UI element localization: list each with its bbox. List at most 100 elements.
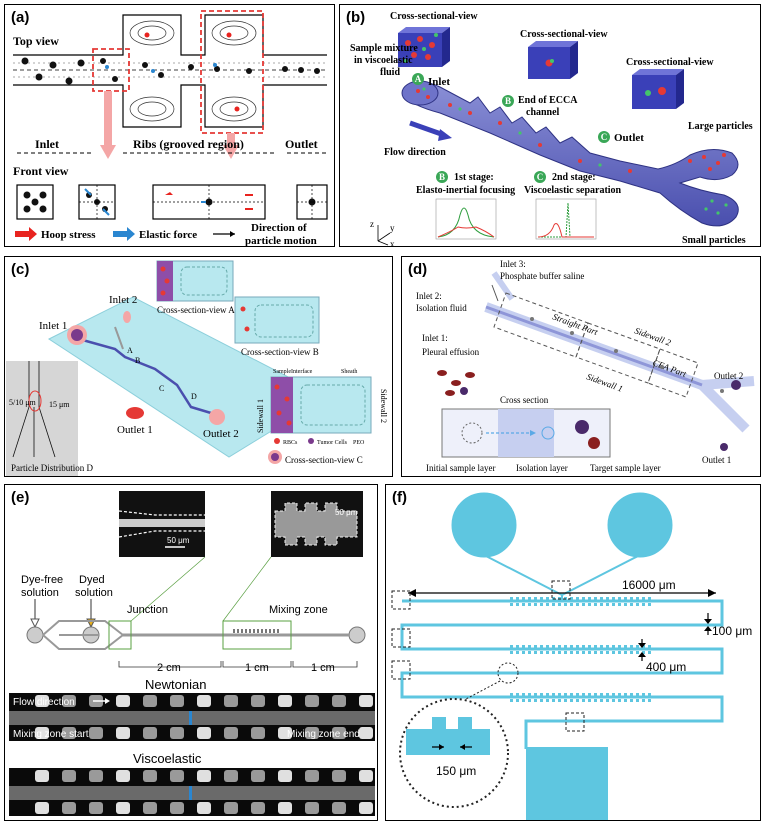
rib-feature <box>332 802 346 814</box>
groove-feature <box>588 693 591 696</box>
groove-feature <box>516 597 519 600</box>
groove-feature <box>546 645 549 648</box>
groove-feature <box>630 699 633 702</box>
legend-motion-1: Direction of <box>251 222 307 234</box>
sample-label-1: Sample mixture <box>350 43 418 54</box>
dim-1cm-b: 1 cm <box>311 662 335 674</box>
rib-feature <box>224 802 238 814</box>
sidewall1-label: Sidewall 1 <box>256 399 265 433</box>
groove-feature <box>528 699 531 702</box>
groove-feature <box>606 699 609 702</box>
groove-feature <box>618 651 621 654</box>
rib-feature <box>35 802 49 814</box>
groove-feature <box>582 603 585 606</box>
groove-feature <box>600 603 603 606</box>
groove-feature <box>534 645 537 648</box>
panel-d: (d) Inlet 3: Phosphate buffer saline Inl… <box>401 256 761 477</box>
groove-feature <box>612 597 615 600</box>
flow-direction-label: Flow direction <box>13 697 75 708</box>
rib-feature <box>89 727 103 739</box>
rib-feature <box>62 727 76 739</box>
inlet1-label: Inlet 1 <box>39 320 67 332</box>
groove-feature <box>576 603 579 606</box>
rib-feature <box>62 802 76 814</box>
groove-feature <box>636 603 639 606</box>
panel-e-figure: 50 μm 50 μm Dye-free solution Dyed solut… <box>9 491 375 816</box>
groove-feature <box>552 693 555 696</box>
groove-feature <box>558 651 561 654</box>
groove-feature <box>582 693 585 696</box>
groove-feature <box>648 693 651 696</box>
dim-2cm: 2 cm <box>157 662 181 674</box>
groove-feature <box>594 597 597 600</box>
rib-feature <box>170 802 184 814</box>
groove-feature <box>600 645 603 648</box>
groove-feature <box>564 645 567 648</box>
panel-d-figure: Inlet 3: Phosphate buffer saline Inlet 2… <box>416 259 755 473</box>
sidewall2-label: Sidewall 2 <box>379 389 388 423</box>
csv-a <box>156 260 234 302</box>
rib-feature <box>251 695 265 707</box>
dye-free-label-2: solution <box>21 587 59 599</box>
groove-feature <box>642 597 645 600</box>
groove-feature <box>558 603 561 606</box>
rib-feature <box>35 770 49 782</box>
groove-feature <box>510 597 513 600</box>
groove-feature <box>540 699 543 702</box>
groove-feature <box>648 597 651 600</box>
panel-c: (c) 5/10 μm 15 μm Particle Distribution … <box>4 256 393 477</box>
groove-feature <box>522 693 525 696</box>
groove-feature <box>540 645 543 648</box>
groove-feature <box>570 699 573 702</box>
panel-b: (b) Cross-sectional-view Cross-sectional… <box>339 4 761 247</box>
rib-feature <box>359 770 373 782</box>
groove-feature <box>510 645 513 648</box>
peo-label: PEO <box>353 440 365 446</box>
panel-a-figure: Top view Inlet Ribs (grooved region) Out… <box>13 10 328 246</box>
groove-feature <box>552 699 555 702</box>
mini-plot-1 <box>435 198 497 240</box>
groove-feature <box>618 645 621 648</box>
groove-feature <box>624 645 627 648</box>
groove-feature <box>534 597 537 600</box>
panel-d-label: (d) <box>408 261 428 278</box>
groove-feature <box>606 651 609 654</box>
groove-feature <box>528 693 531 696</box>
groove-feature <box>540 597 543 600</box>
csv-label-3: Cross-sectional-view <box>626 57 714 68</box>
groove-feature <box>624 699 627 702</box>
rib-feature <box>143 727 157 739</box>
rib-feature <box>170 727 184 739</box>
inlet-label: Inlet <box>428 76 450 88</box>
svg-text:C: C <box>537 172 544 182</box>
groove-feature <box>540 693 543 696</box>
panel-e: (e) 50 μm 50 μm Dye-free solution Dyed s… <box>4 484 378 821</box>
groove-feature <box>510 693 513 696</box>
groove-feature <box>588 699 591 702</box>
groove-feature <box>618 699 621 702</box>
groove-feature <box>630 603 633 606</box>
outlet2-label: Outlet 2 <box>714 371 743 381</box>
groove-feature <box>570 603 573 606</box>
pos-d: D <box>191 392 197 401</box>
rib-feature <box>332 695 346 707</box>
groove-feature <box>552 645 555 648</box>
large-particles-label: Large particles <box>688 121 753 132</box>
inlet1-label-1: Inlet 1: <box>422 333 448 343</box>
rib-feature <box>224 695 238 707</box>
groove-feature <box>618 603 621 606</box>
groove-feature <box>558 645 561 648</box>
dist-w1: 5/10 μm <box>9 398 37 407</box>
groove-feature <box>642 699 645 702</box>
groove-feature <box>546 651 549 654</box>
groove-feature <box>648 699 651 702</box>
groove-feature <box>582 645 585 648</box>
scale-label-2: 50 μm <box>335 508 358 517</box>
groove-feature <box>522 699 525 702</box>
groove-feature <box>630 693 633 696</box>
groove-feature <box>516 645 519 648</box>
rib-feature <box>170 695 184 707</box>
sample-label-3: fluid <box>380 67 400 78</box>
groove-feature <box>612 645 615 648</box>
rib-feature <box>197 695 211 707</box>
